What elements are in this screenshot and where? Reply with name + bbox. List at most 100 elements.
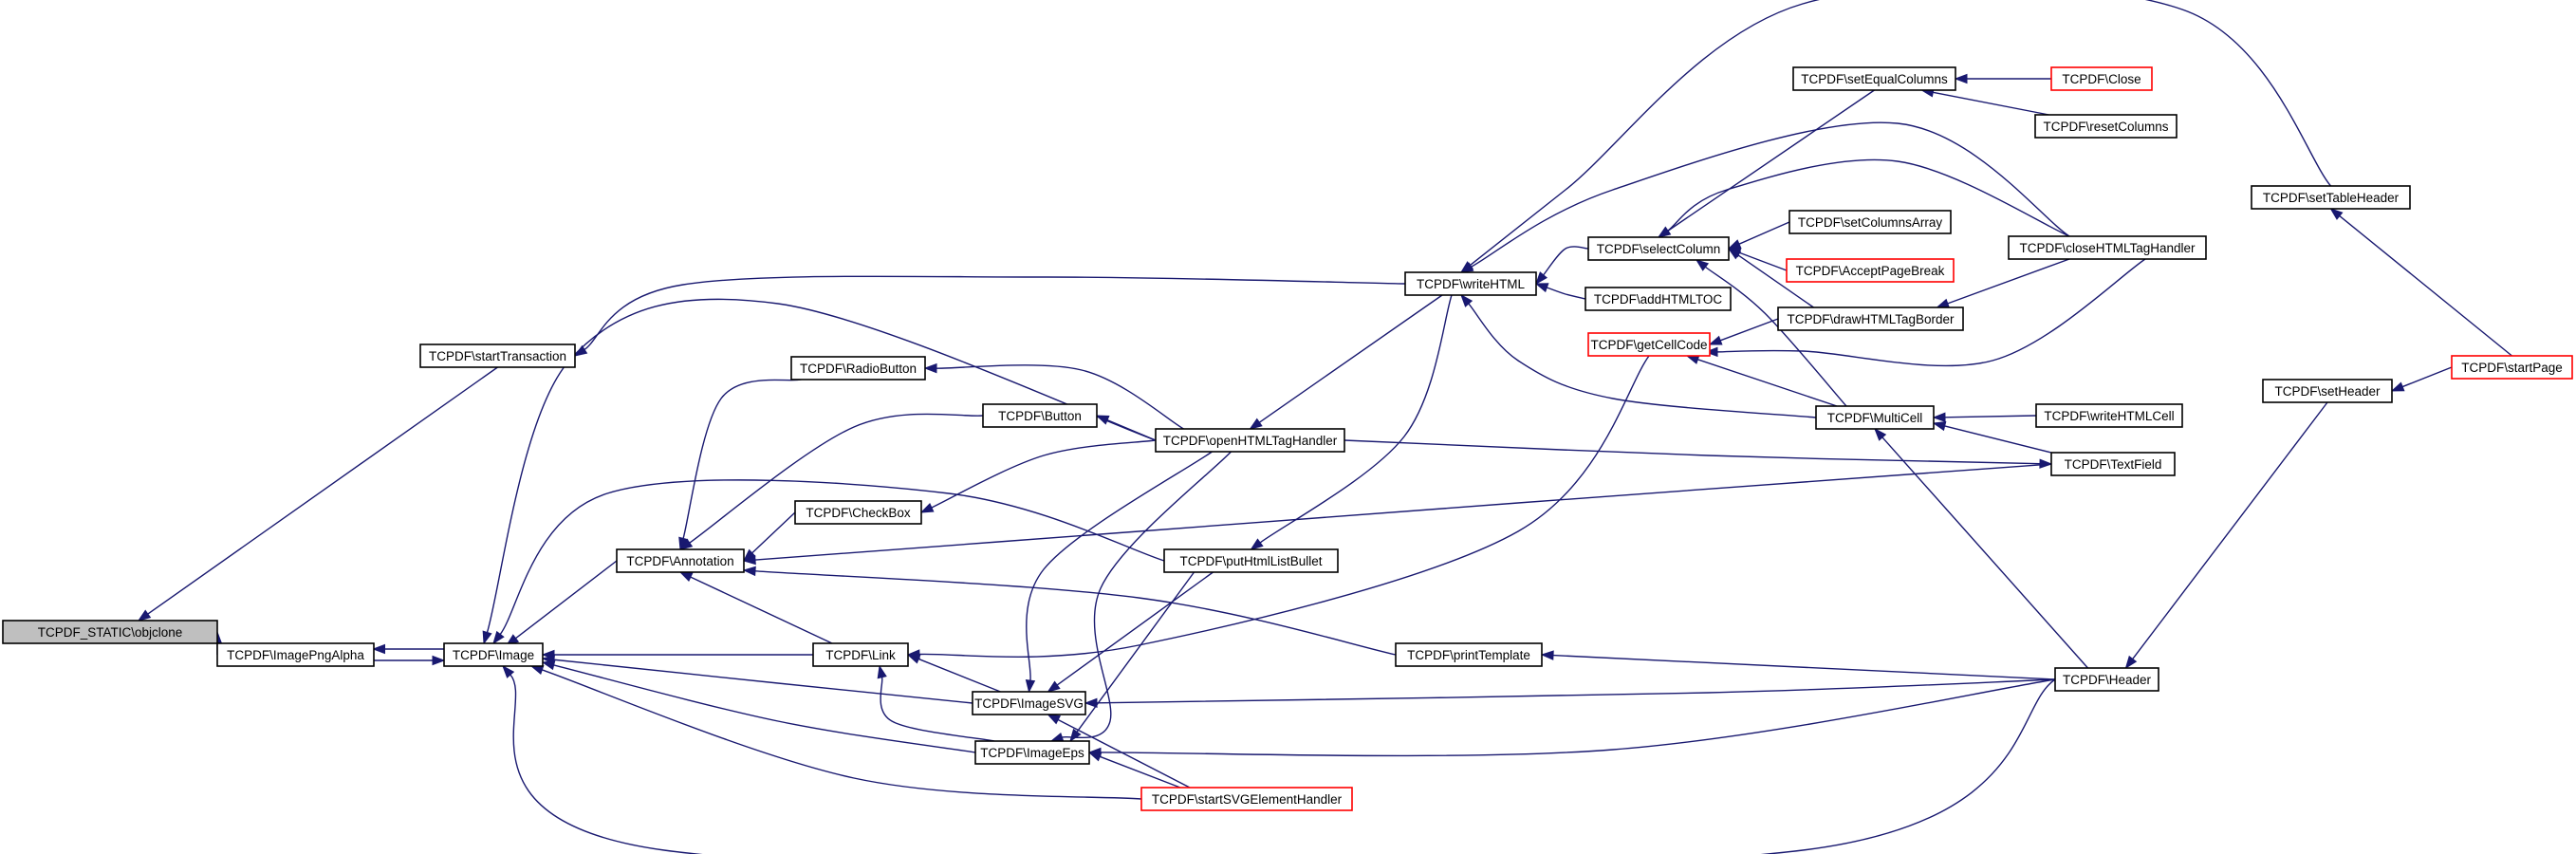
node-layer: TCPDF_STATIC\objcloneTCPDF\ImagePngAlpha… bbox=[2, 66, 2573, 811]
node-closeHTMLTagHandler[interactable]: TCPDF\closeHTMLTagHandler bbox=[2008, 235, 2207, 260]
arrowhead-printTemplate-to-Annotation bbox=[742, 566, 756, 577]
edge-startPage-to-setHeader bbox=[2401, 366, 2453, 388]
node-label-MultiCell: TCPDF\MultiCell bbox=[1827, 411, 1923, 425]
edge-addHTMLTOC-to-writeHTML bbox=[1547, 287, 1586, 300]
node-drawHTMLTagBorder[interactable]: TCPDF\drawHTMLTagBorder bbox=[1777, 306, 1964, 331]
node-label-AcceptPageBreak: TCPDF\AcceptPageBreak bbox=[1796, 264, 1945, 278]
edge-writeHTML-to-startTransaction bbox=[584, 275, 1406, 350]
arrowhead-startTransaction-to-objclone bbox=[137, 609, 152, 622]
node-Button[interactable]: TCPDF\Button bbox=[982, 403, 1098, 428]
node-objclone[interactable]: TCPDF_STATIC\objclone bbox=[2, 620, 218, 644]
node-box-writeHTMLCell bbox=[2035, 403, 2183, 428]
node-label-Close: TCPDF\Close bbox=[2062, 72, 2140, 86]
edge-Header-to-ImageEps bbox=[1100, 678, 2056, 757]
arrowhead-Image-to-ImagePngAlpha bbox=[372, 643, 385, 655]
edge-Button-to-Annotation bbox=[689, 413, 984, 544]
arrowhead-setColumnsArray-to-selectColumn bbox=[1727, 239, 1742, 250]
node-box-writeHTML bbox=[1404, 271, 1537, 296]
edge-setHeader-to-Header bbox=[2132, 401, 2328, 659]
node-Annotation[interactable]: TCPDF\Annotation bbox=[616, 548, 745, 573]
edge-openHTMLTagHandler-to-TextField bbox=[1344, 439, 2041, 465]
node-label-RadioButton: TCPDF\RadioButton bbox=[800, 362, 917, 376]
node-label-setEqualColumns: TCPDF\setEqualColumns bbox=[1801, 72, 1948, 86]
node-setTableHeader[interactable]: TCPDF\setTableHeader bbox=[2251, 185, 2411, 210]
node-writeHTML[interactable]: TCPDF\writeHTML bbox=[1404, 271, 1537, 296]
arrowhead-ImageEps-to-Link bbox=[877, 664, 887, 679]
node-addHTMLTOC[interactable]: TCPDF\addHTMLTOC bbox=[1585, 287, 1732, 311]
node-CheckBox[interactable]: TCPDF\CheckBox bbox=[794, 500, 922, 525]
node-openHTMLTagHandler[interactable]: TCPDF\openHTMLTagHandler bbox=[1155, 428, 1345, 453]
node-Link[interactable]: TCPDF\Link bbox=[812, 642, 909, 667]
edge-closeHTMLTagHandler-to-drawHTMLTagBorder bbox=[1947, 258, 2070, 305]
node-printTemplate[interactable]: TCPDF\printTemplate bbox=[1395, 642, 1543, 667]
node-startTransaction[interactable]: TCPDF\startTransaction bbox=[419, 343, 576, 368]
edge-openHTMLTagHandler-to-ImageSVG bbox=[1026, 451, 1213, 681]
node-RadioButton[interactable]: TCPDF\RadioButton bbox=[790, 356, 926, 381]
node-label-objclone: TCPDF_STATIC\objclone bbox=[38, 625, 183, 640]
node-ImageEps[interactable]: TCPDF\ImageEps bbox=[974, 740, 1090, 765]
arrowhead-startSVGElementHandler-to-ImageEps bbox=[1087, 752, 1103, 762]
node-ImagePngAlpha[interactable]: TCPDF\ImagePngAlpha bbox=[216, 642, 375, 667]
arrowhead-Header-to-MultiCell bbox=[1874, 427, 1887, 441]
node-box-objclone bbox=[2, 620, 218, 644]
edge-MultiCell-to-getCellCode bbox=[1697, 359, 1838, 407]
node-startPage[interactable]: TCPDF\startPage bbox=[2451, 355, 2573, 380]
arrowhead-MultiCell-to-getCellCode bbox=[1685, 355, 1700, 364]
node-startSVGElementHandler[interactable]: TCPDF\startSVGElementHandler bbox=[1140, 787, 1353, 811]
node-TextField[interactable]: TCPDF\TextField bbox=[2050, 452, 2176, 476]
edge-closeHTMLTagHandler-to-selectColumn bbox=[1667, 158, 2070, 237]
node-box-ImageSVG bbox=[972, 691, 1086, 715]
arrowhead-putHtmlListBullet-to-ImageSVG bbox=[1047, 680, 1061, 693]
edge-getCellCode-to-Link bbox=[918, 355, 1650, 659]
edge-startPage-to-setTableHeader bbox=[2339, 215, 2512, 357]
node-label-openHTMLTagHandler: TCPDF\openHTMLTagHandler bbox=[1163, 434, 1338, 448]
arrowhead-writeHTML-to-startTransaction bbox=[573, 344, 588, 357]
node-AcceptPageBreak[interactable]: TCPDF\AcceptPageBreak bbox=[1786, 258, 1955, 283]
node-resetColumns[interactable]: TCPDF\resetColumns bbox=[2034, 114, 2178, 139]
edge-Header-to-MultiCell bbox=[1881, 436, 2089, 669]
arrowhead-startSVGElementHandler-to-Image bbox=[529, 665, 545, 676]
node-setColumnsArray[interactable]: TCPDF\setColumnsArray bbox=[1788, 210, 1952, 234]
arrowhead-Header-to-Image bbox=[502, 664, 515, 678]
edge-writeHTMLCell-to-MultiCell bbox=[1944, 415, 2037, 418]
node-label-writeHTMLCell: TCPDF\writeHTMLCell bbox=[2044, 409, 2174, 423]
arrowhead-addHTMLTOC-to-writeHTML bbox=[1534, 283, 1549, 293]
node-label-startPage: TCPDF\startPage bbox=[2461, 361, 2563, 375]
node-box-CheckBox bbox=[794, 500, 922, 525]
edge-startTransaction-to-objclone bbox=[147, 366, 498, 615]
node-label-closeHTMLTagHandler: TCPDF\closeHTMLTagHandler bbox=[2019, 241, 2196, 255]
edge-drawHTMLTagBorder-to-getCellCode bbox=[1719, 318, 1779, 342]
edge-Header-to-ImageSVG bbox=[1096, 678, 2056, 704]
node-setHeader[interactable]: TCPDF\setHeader bbox=[2262, 379, 2393, 403]
node-box-Close bbox=[2050, 66, 2153, 91]
node-ImageSVG[interactable]: TCPDF\ImageSVG bbox=[972, 691, 1086, 715]
node-label-ImagePngAlpha: TCPDF\ImagePngAlpha bbox=[227, 648, 364, 662]
edge-resetColumns-to-setEqualColumns bbox=[1933, 91, 2049, 116]
node-Header[interactable]: TCPDF\Header bbox=[2054, 667, 2159, 692]
edge-drawHTMLTagBorder-to-selectColumn bbox=[1737, 254, 1814, 308]
node-label-drawHTMLTagBorder: TCPDF\drawHTMLTagBorder bbox=[1787, 312, 1955, 326]
node-selectColumn[interactable]: TCPDF\selectColumn bbox=[1587, 236, 1730, 261]
edge-startSVGElementHandler-to-ImageEps bbox=[1099, 755, 1181, 789]
arrowhead-getCellCode-to-Link bbox=[906, 649, 920, 659]
edge-openHTMLTagHandler-to-CheckBox bbox=[931, 439, 1157, 509]
node-box-TextField bbox=[2050, 452, 2176, 476]
edge-openHTMLTagHandler-to-ImageEps bbox=[1062, 451, 1232, 739]
node-box-printTemplate bbox=[1395, 642, 1543, 667]
node-box-AcceptPageBreak bbox=[1786, 258, 1955, 283]
node-Image[interactable]: TCPDF\Image bbox=[443, 642, 544, 667]
edge-ImageEps-to-Link bbox=[880, 677, 995, 742]
node-Close[interactable]: TCPDF\Close bbox=[2050, 66, 2153, 91]
edge-TextField-to-MultiCell bbox=[1944, 425, 2052, 454]
arrowhead-openHTMLTagHandler-to-RadioButton bbox=[923, 362, 937, 374]
node-putHtmlListBullet[interactable]: TCPDF\putHtmlListBullet bbox=[1163, 548, 1339, 573]
arrowhead-openHTMLTagHandler-to-Image bbox=[482, 630, 492, 645]
node-label-TextField: TCPDF\TextField bbox=[2065, 457, 2162, 472]
node-getCellCode[interactable]: TCPDF\getCellCode bbox=[1587, 332, 1711, 357]
node-MultiCell[interactable]: TCPDF\MultiCell bbox=[1815, 405, 1935, 430]
node-label-ImageSVG: TCPDF\ImageSVG bbox=[974, 696, 1084, 711]
node-box-openHTMLTagHandler bbox=[1155, 428, 1345, 453]
node-label-Button: TCPDF\Button bbox=[998, 409, 1082, 423]
node-writeHTMLCell[interactable]: TCPDF\writeHTMLCell bbox=[2035, 403, 2183, 428]
node-setEqualColumns[interactable]: TCPDF\setEqualColumns bbox=[1792, 66, 1956, 91]
